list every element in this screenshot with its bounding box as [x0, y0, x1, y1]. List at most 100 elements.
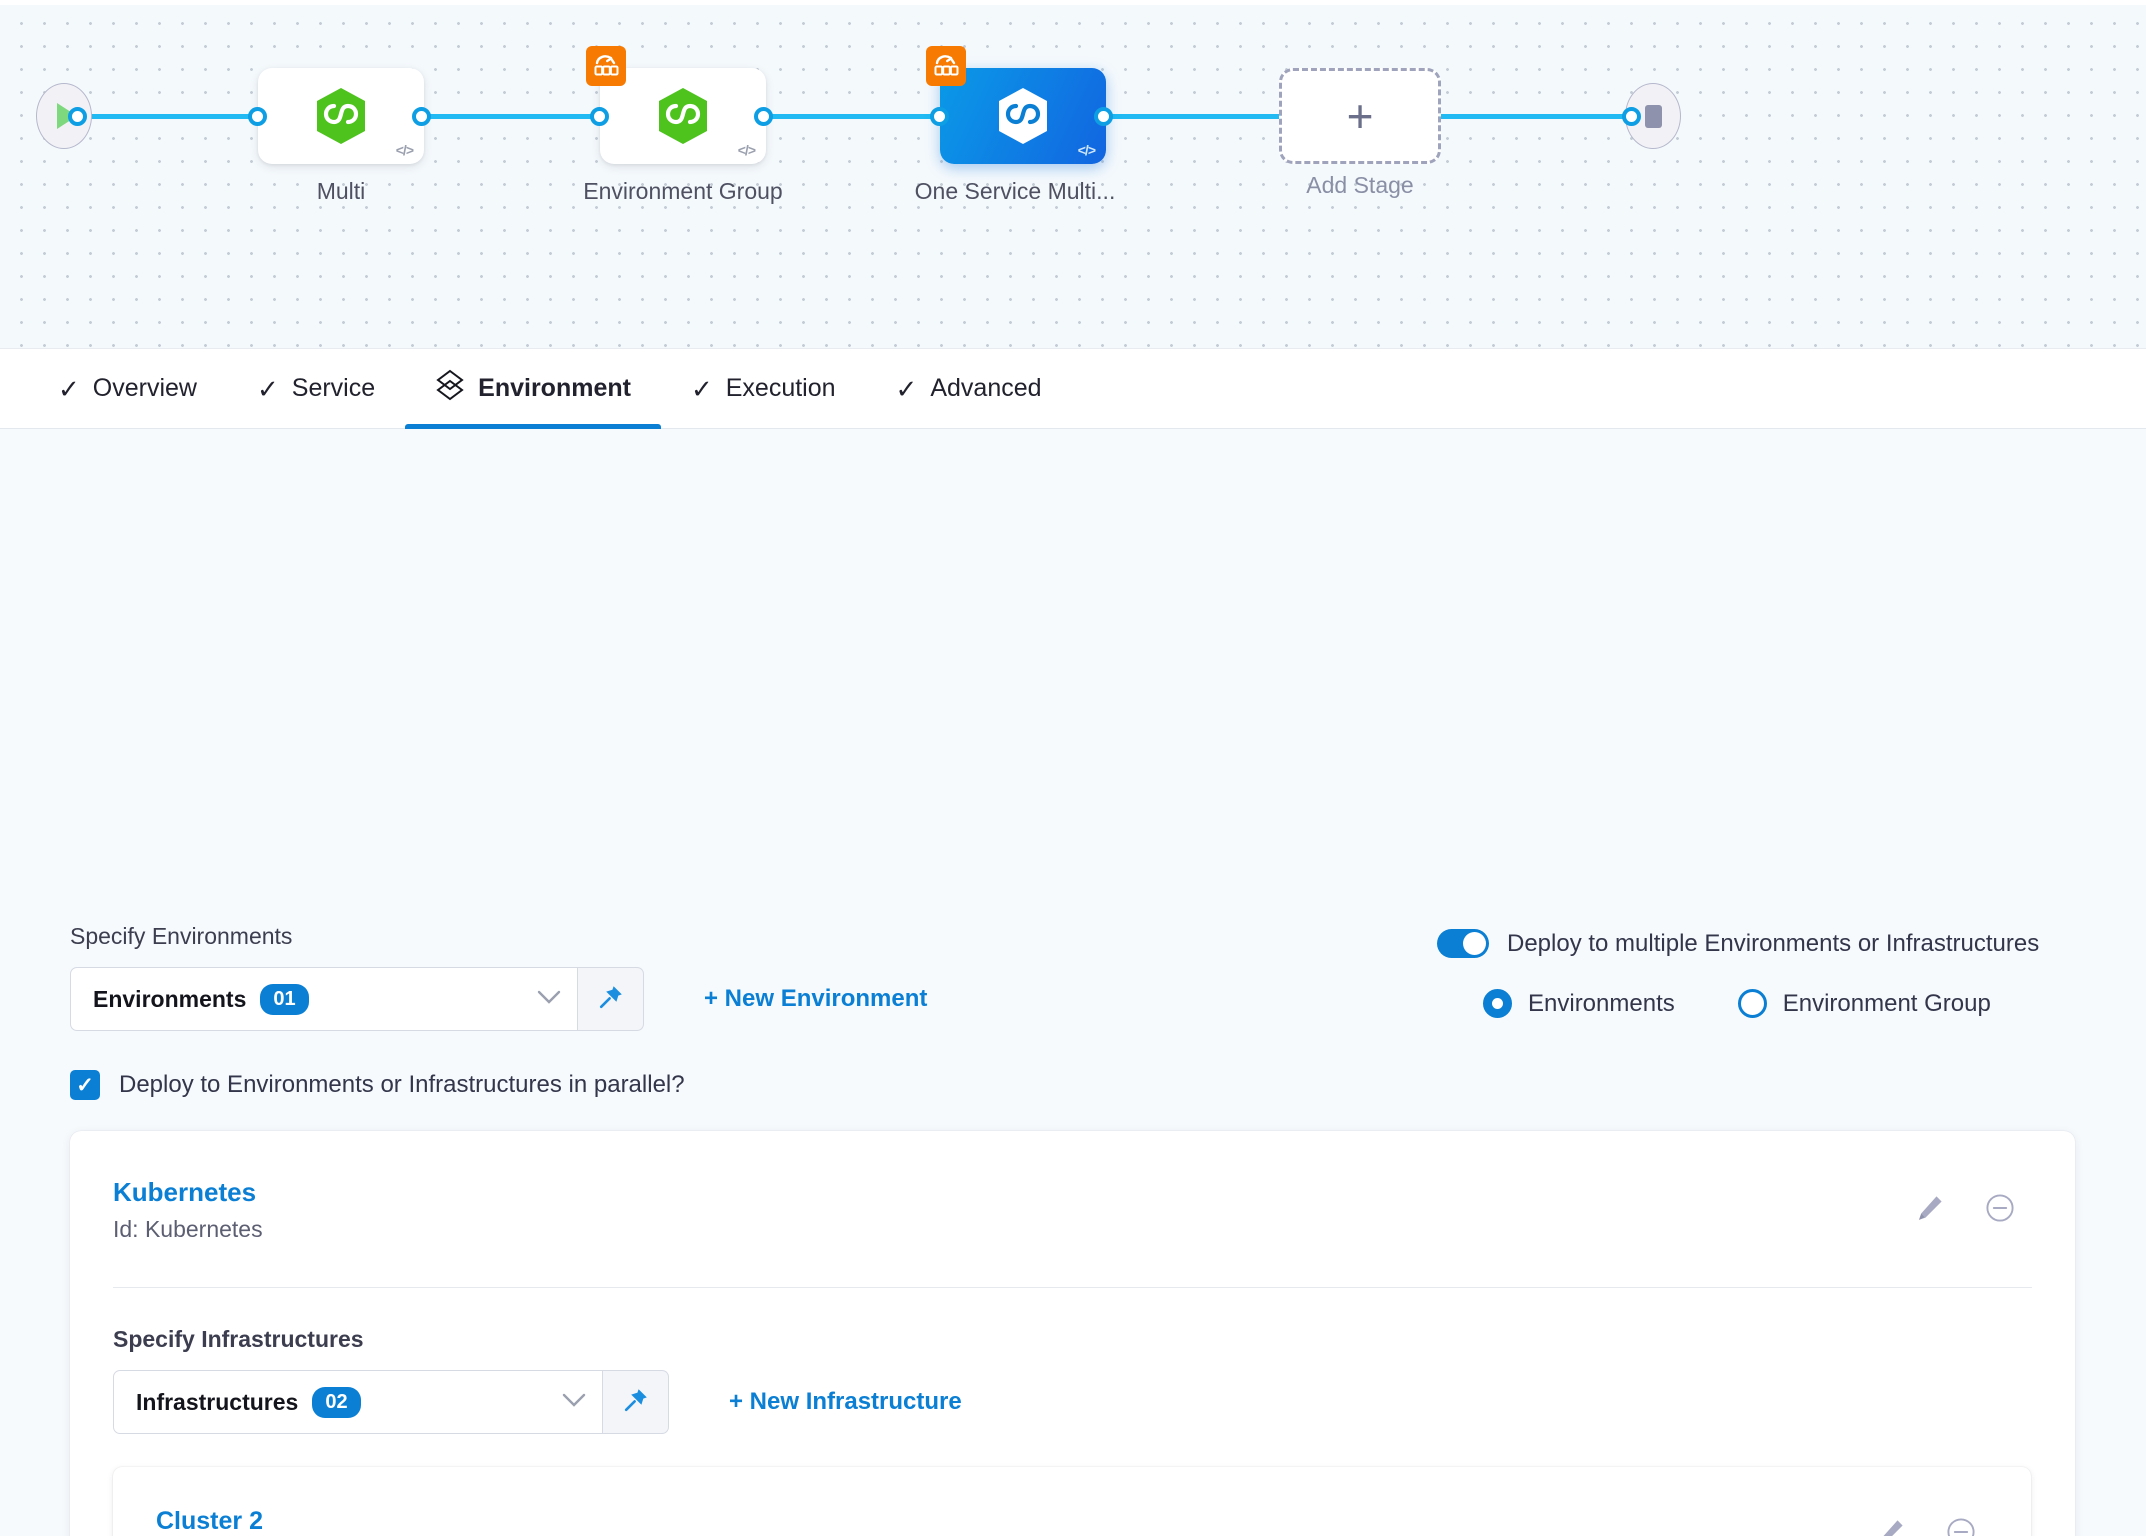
- pencil-icon: [1915, 1193, 1945, 1228]
- specify-environments-group: Specify Environments Environments 01 + N…: [70, 923, 927, 1031]
- pipeline-stage-environment-group[interactable]: </>: [586, 46, 766, 164]
- infrastructure-remove-button[interactable]: [1946, 1517, 1976, 1536]
- environments-pin-button[interactable]: [578, 967, 644, 1031]
- pencil-icon: [1876, 1517, 1906, 1536]
- harness-hexagon-icon: [999, 88, 1047, 144]
- connector-port[interactable]: [68, 107, 87, 126]
- pipeline-wire: [760, 114, 952, 119]
- radio-environment-group[interactable]: [1737, 989, 1767, 1018]
- plus-icon: +: [1346, 89, 1374, 142]
- tab-execution[interactable]: ✓ Execution: [661, 349, 866, 429]
- connector-port[interactable]: [1094, 107, 1113, 126]
- check-icon: ✓: [895, 373, 918, 404]
- add-stage-button[interactable]: +: [1279, 68, 1441, 164]
- add-stage-label: Add Stage: [1306, 172, 1414, 198]
- pipeline-wire: [1440, 114, 1632, 119]
- radio-environments-label: Environments: [1528, 989, 1675, 1017]
- connector-port[interactable]: [754, 107, 773, 126]
- deploy-multiple-row: Deploy to multiple Environments or Infra…: [1437, 929, 2039, 958]
- deploy-multiple-label: Deploy to multiple Environments or Infra…: [1507, 929, 2040, 957]
- deploy-options-group: Deploy to multiple Environments or Infra…: [1437, 929, 2039, 1018]
- environment-id: Id: Kubernetes: [113, 1216, 263, 1242]
- tab-overview[interactable]: ✓ Overview: [28, 349, 227, 429]
- matrix-looping-icon: [926, 46, 966, 86]
- parallel-deploy-row: ✓ Deploy to Environments or Infrastructu…: [70, 1070, 685, 1100]
- harness-hexagon-icon: [659, 88, 707, 144]
- environment-remove-button[interactable]: [1985, 1193, 2015, 1228]
- connector-port[interactable]: [1622, 107, 1641, 126]
- code-icon[interactable]: </>: [395, 142, 414, 158]
- tab-service[interactable]: ✓ Service: [227, 349, 405, 429]
- harness-hexagon-icon: [317, 88, 365, 144]
- specify-infrastructures-label: Specify Infrastructures: [113, 1326, 364, 1352]
- card-divider: [113, 1287, 2032, 1288]
- code-icon[interactable]: </>: [1077, 142, 1096, 158]
- parallel-deploy-checkbox[interactable]: ✓: [70, 1070, 100, 1100]
- connector-port[interactable]: [412, 107, 431, 126]
- pin-icon: [622, 1386, 650, 1419]
- pipeline-stage-label: One Service Multi...: [914, 178, 1116, 204]
- infrastructures-select-group: Infrastructures 02 + New Infrastructure: [113, 1370, 962, 1434]
- connector-port[interactable]: [248, 107, 267, 126]
- toggle-knob: [1463, 932, 1486, 955]
- environment-tab-panel: Specify Environments Environments 01 + N…: [0, 429, 2146, 1536]
- environments-select-value: Environments: [93, 985, 247, 1012]
- new-environment-button[interactable]: + New Environment: [704, 985, 928, 1012]
- radio-dot: [1492, 998, 1503, 1009]
- tab-advanced[interactable]: ✓ Advanced: [866, 349, 1072, 429]
- environment-card: Kubernetes Id: Kubernetes Specify Inf: [70, 1131, 2075, 1536]
- pipeline-wire: [78, 114, 268, 119]
- minus-circle-icon: [1946, 1517, 1976, 1536]
- specify-infrastructures-group: Specify Infrastructures Infrastructures …: [113, 1326, 962, 1434]
- check-icon: ✓: [256, 373, 279, 404]
- check-icon: ✓: [58, 373, 80, 404]
- pipeline-stage-label: Multi: [316, 178, 366, 204]
- tab-label: Advanced: [930, 374, 1042, 402]
- tab-environment[interactable]: Environment: [405, 349, 661, 430]
- environment-name-link[interactable]: Kubernetes: [113, 1177, 257, 1207]
- pin-icon: [597, 983, 625, 1016]
- pipeline-stage-multi[interactable]: </>: [258, 68, 424, 164]
- pipeline-wire: [420, 114, 610, 119]
- chevron-down-icon: [537, 988, 561, 1011]
- chevron-down-icon: [562, 1391, 586, 1414]
- new-infrastructure-button[interactable]: + New Infrastructure: [729, 1388, 962, 1415]
- radio-environments[interactable]: [1483, 989, 1512, 1018]
- infrastructures-select-value: Infrastructures: [136, 1388, 299, 1415]
- infrastructures-select[interactable]: Infrastructures 02: [113, 1370, 603, 1434]
- connector-port[interactable]: [590, 107, 609, 126]
- check-icon: ✓: [76, 1073, 94, 1097]
- stage-tabbar: ✓ Overview ✓ Service Environment ✓ Execu…: [0, 349, 2146, 430]
- check-icon: ✓: [690, 373, 713, 404]
- infrastructures-pin-button[interactable]: [603, 1370, 669, 1434]
- tab-label: Environment: [478, 374, 631, 402]
- environments-select[interactable]: Environments 01: [70, 967, 578, 1031]
- radio-environment-group-label: Environment Group: [1782, 989, 1991, 1017]
- specify-environments-label: Specify Environments: [70, 923, 293, 949]
- pipeline-stage-label: Environment Group: [583, 178, 783, 204]
- layers-icon: [435, 369, 465, 408]
- environments-select-group: Environments 01 + New Environment: [70, 967, 927, 1031]
- infrastructure-name-link[interactable]: Cluster 2: [156, 1507, 263, 1535]
- parallel-deploy-label: Deploy to Environments or Infrastructure…: [119, 1071, 685, 1098]
- infrastructures-count-badge: 02: [312, 1386, 361, 1418]
- matrix-looping-icon: [586, 46, 626, 86]
- tab-label: Service: [291, 374, 376, 402]
- code-icon[interactable]: </>: [737, 142, 756, 158]
- deploy-type-radio-group: Environments Environment Group: [1483, 989, 2039, 1018]
- connector-port[interactable]: [930, 107, 949, 126]
- environment-edit-button[interactable]: [1915, 1193, 1945, 1228]
- environments-count-badge: 01: [260, 983, 309, 1015]
- minus-circle-icon: [1985, 1193, 2015, 1228]
- tab-label: Execution: [725, 374, 836, 402]
- infrastructure-card-header: Cluster 2 Id: Cluster_2: [156, 1507, 286, 1536]
- pipeline-canvas[interactable]: </> Multi </> Environment Group: [0, 0, 2146, 349]
- tab-label: Overview: [92, 374, 197, 402]
- environment-card-header: Kubernetes Id: Kubernetes: [113, 1177, 263, 1243]
- pipeline-stage-one-service-multi[interactable]: </>: [926, 46, 1106, 164]
- infrastructure-edit-button[interactable]: [1876, 1517, 1906, 1536]
- stop-icon: [1644, 104, 1662, 128]
- deploy-multiple-toggle[interactable]: [1437, 929, 1489, 958]
- infrastructure-card: Cluster 2 Id: Cluster_2: [113, 1467, 2031, 1536]
- pipeline-wire: [1105, 114, 1285, 119]
